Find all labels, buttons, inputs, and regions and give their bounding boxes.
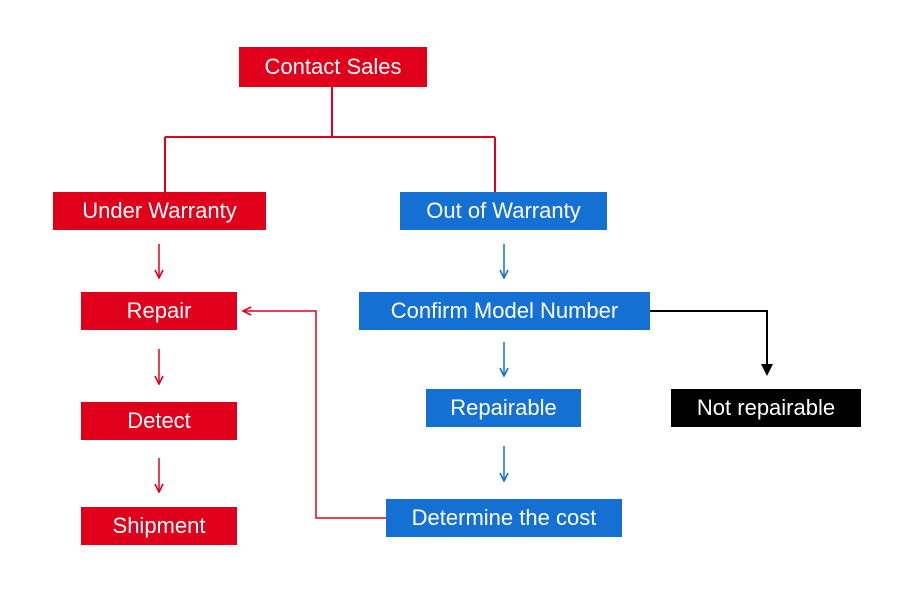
node-repairable: Repairable	[426, 389, 581, 427]
node-label: Repair	[126, 298, 192, 323]
node-label: Repairable	[450, 395, 557, 420]
node-label: Shipment	[112, 513, 206, 538]
arrow-confirm-to-not-repairable	[650, 310, 773, 376]
node-label: Contact Sales	[264, 54, 402, 79]
node-detect: Detect	[81, 402, 237, 440]
node-label: Detect	[127, 408, 191, 433]
node-shipment: Shipment	[81, 507, 237, 545]
node-confirm-model-number: Confirm Model Number	[359, 292, 650, 330]
node-under-warranty: Under Warranty	[53, 192, 266, 230]
arrow-cost-to-repair	[243, 311, 386, 519]
node-label: Not repairable	[696, 395, 836, 420]
node-out-of-warranty: Out of Warranty	[400, 192, 607, 230]
node-label: Out of Warranty	[426, 198, 581, 223]
node-label: Confirm Model Number	[390, 298, 619, 323]
node-contact-sales: Contact Sales	[239, 47, 427, 87]
node-determine-the-cost: Determine the cost	[386, 499, 622, 537]
node-label: Under Warranty	[82, 198, 237, 223]
node-repair: Repair	[81, 292, 237, 330]
node-not-repairable: Not repairable	[671, 389, 861, 427]
branch-connector-contact	[164, 87, 496, 192]
node-label: Determine the cost	[411, 505, 597, 530]
